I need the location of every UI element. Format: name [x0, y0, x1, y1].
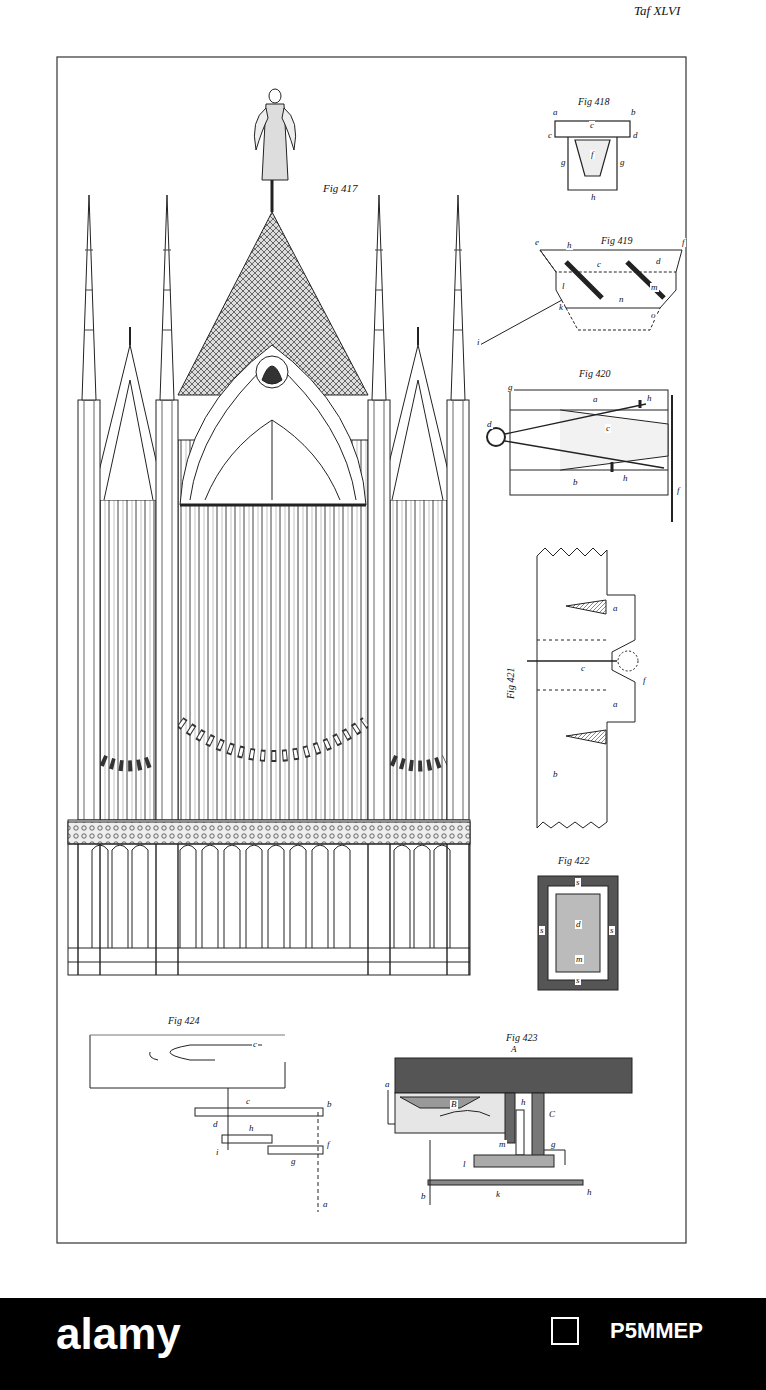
part-letter: d	[486, 420, 493, 429]
part-letter: h	[622, 474, 629, 483]
part-letter: s	[609, 926, 615, 935]
part-letter: d	[655, 257, 662, 266]
figure-number: Fig 417	[322, 183, 359, 194]
part-letter: C	[548, 1110, 556, 1119]
part-letter: i	[476, 338, 481, 347]
part-letter: c	[605, 424, 611, 433]
part-letter: h	[248, 1124, 255, 1133]
figure-number: Fig 418	[577, 97, 610, 107]
part-letter: i	[215, 1148, 220, 1157]
part-letter: f	[642, 676, 647, 685]
part-letter: a	[612, 604, 619, 613]
figure-number: Fig 419	[600, 236, 633, 246]
part-letter: f	[676, 486, 681, 495]
part-letter: g	[290, 1157, 297, 1166]
image-id: P5MMEP	[610, 1320, 703, 1342]
part-letter: a	[384, 1080, 391, 1089]
part-letter: a	[592, 395, 599, 404]
figure-number: Fig 420	[578, 369, 611, 379]
part-letter: h	[646, 394, 653, 403]
watermark-logo: alamy	[56, 1312, 181, 1356]
part-letter: g	[560, 158, 567, 167]
part-letter: o	[650, 311, 657, 320]
part-letter: a	[322, 1200, 329, 1209]
part-letter: m	[498, 1140, 507, 1149]
part-letter: g	[550, 1140, 557, 1149]
part-letter: m	[575, 955, 584, 964]
part-letter: B	[450, 1100, 458, 1109]
part-letter: k	[495, 1190, 501, 1199]
part-letter: n	[618, 295, 625, 304]
part-letter: l	[462, 1160, 467, 1169]
part-letter: f	[681, 238, 686, 247]
part-letter: f	[590, 150, 595, 159]
part-letter: g	[619, 158, 626, 167]
part-letter: b	[552, 770, 559, 779]
part-letter: e	[534, 238, 540, 247]
figure-number: Fig 424	[167, 1016, 200, 1026]
part-letter: d	[212, 1120, 219, 1129]
part-letter: b	[326, 1100, 333, 1109]
part-letter: d	[632, 131, 639, 140]
figure-number: Fig 422	[557, 856, 590, 866]
figure-number: Fig 423	[505, 1033, 538, 1043]
part-letter: c	[589, 121, 595, 130]
part-letter: d	[575, 920, 582, 929]
part-letter: h	[586, 1188, 593, 1197]
part-letter: c	[596, 260, 602, 269]
part-letter: b	[630, 108, 637, 117]
part-letter: A	[510, 1045, 518, 1054]
part-letter: k	[558, 303, 564, 312]
part-letter: s	[575, 976, 581, 985]
part-letter: g	[507, 383, 514, 392]
part-letter: l	[561, 282, 566, 291]
part-letter: f	[326, 1140, 331, 1149]
part-letter: a	[552, 108, 559, 117]
figure-number: Fig 421	[506, 667, 516, 700]
part-letter: m	[650, 283, 659, 292]
part-letter: c	[252, 1040, 258, 1049]
part-letter: c	[547, 131, 553, 140]
part-letter: h	[520, 1098, 527, 1107]
plate-number: Taf XLVI	[633, 4, 681, 17]
part-letter: h	[590, 193, 597, 202]
part-letter: c	[580, 664, 586, 673]
part-letter: b	[572, 478, 579, 487]
part-letter: h	[566, 241, 573, 250]
part-letter: s	[539, 926, 545, 935]
part-letter: c	[245, 1097, 251, 1106]
part-letter: s	[575, 878, 581, 887]
part-letter: b	[420, 1192, 427, 1201]
part-letter: a	[612, 700, 619, 709]
